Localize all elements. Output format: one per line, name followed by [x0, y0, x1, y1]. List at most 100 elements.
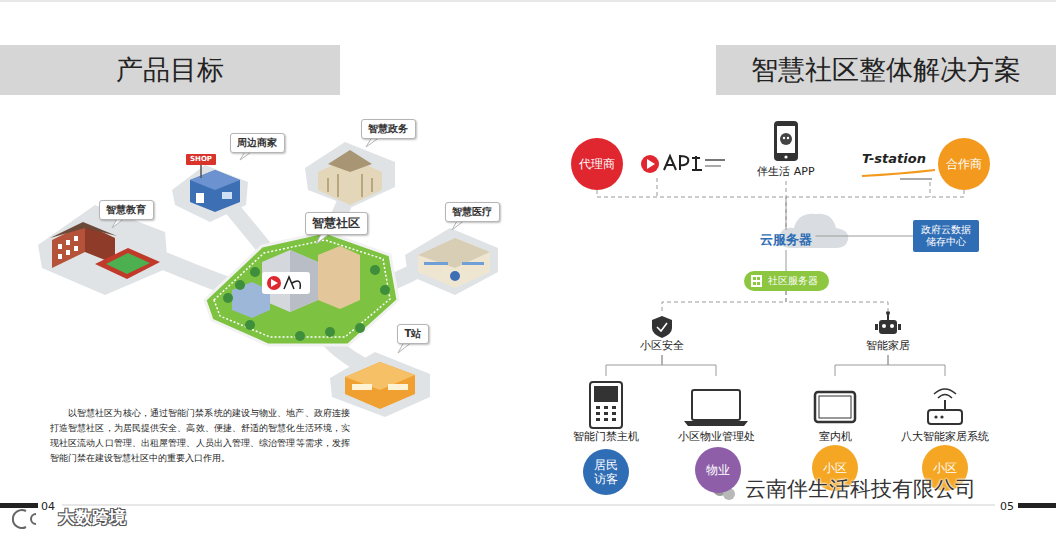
phone-icon	[774, 121, 798, 161]
hospital-building	[418, 238, 490, 288]
node-text: 智慧医疗	[452, 206, 492, 218]
title-band: 产品目标	[0, 45, 340, 95]
node-text: 云服务器	[760, 232, 812, 248]
node-text: 居民 访客	[592, 458, 620, 487]
door-access-icon	[604, 412, 608, 415]
page-border	[0, 1, 1056, 2]
t-station-building	[388, 384, 408, 390]
node-text: 周边商家	[237, 137, 277, 149]
connector	[786, 250, 787, 271]
island	[38, 142, 498, 417]
t-station-building	[345, 362, 415, 409]
device-node: 智能门禁主机	[570, 376, 643, 446]
robot-icon	[898, 324, 901, 330]
t-station-building	[352, 384, 372, 390]
school-building	[74, 236, 78, 241]
router-icon	[940, 415, 943, 418]
node-text: 智慧社区整体解决方案	[751, 54, 1021, 86]
node-text: 代理商	[579, 157, 615, 171]
shield-icon	[652, 316, 672, 338]
school-building	[66, 240, 70, 245]
callout-bubble: 周边商家	[230, 133, 285, 153]
brand-logo	[641, 155, 659, 173]
callout-bubble: 智慧政务	[361, 119, 416, 139]
tree	[223, 265, 390, 341]
community-island	[214, 240, 390, 337]
page-rule	[1018, 503, 1056, 508]
node-text: 政府云数据 储存中心	[920, 224, 973, 248]
page-number: 05	[1000, 500, 1014, 513]
role-circle: 代理商	[571, 138, 623, 190]
community-building	[232, 246, 360, 318]
connector	[662, 291, 786, 313]
t-station-building	[345, 362, 415, 409]
shop-building	[186, 154, 216, 165]
t-station-building	[345, 362, 415, 390]
brand-logo	[262, 272, 310, 294]
device-node: 小区物业管理处	[674, 376, 758, 446]
body-paragraph: 以智慧社区为核心，通过智能门禁系统的建设与物业、地产、政府连接打造智慧社区，为居…	[50, 406, 350, 466]
category-node: 智能家居	[863, 313, 914, 355]
node-text: 智能家居	[866, 339, 910, 352]
brand-logo	[664, 156, 676, 170]
shop-sign: SHOP	[186, 154, 216, 165]
sports-field	[106, 253, 150, 274]
shop-building	[222, 192, 232, 199]
community-island	[205, 232, 398, 345]
device-node: 室内机	[815, 376, 855, 446]
door-access-icon	[612, 406, 616, 409]
role-circle: 合作商	[938, 138, 990, 190]
node-text: 智能门禁主机	[573, 430, 639, 443]
shop-building	[200, 165, 202, 178]
watermark: 大数跨境	[58, 507, 126, 527]
app-node: 伴生活 APP	[754, 117, 819, 181]
node-text: 物业	[706, 463, 730, 477]
connector	[606, 355, 662, 376]
connector	[888, 355, 945, 376]
dashed-stub	[657, 178, 930, 197]
door-access-icon	[590, 382, 622, 428]
hospital-building	[424, 262, 448, 265]
laptop-icon	[692, 390, 740, 420]
tree	[245, 320, 255, 330]
node-text: 小区安全	[640, 339, 684, 352]
tablet-icon	[815, 392, 855, 422]
category-node: 小区安全	[637, 313, 688, 355]
router-icon	[928, 410, 962, 424]
router-icon	[934, 415, 937, 418]
community-building	[318, 246, 360, 309]
government-building	[328, 150, 372, 172]
brand-logo	[641, 155, 725, 173]
tree	[223, 293, 233, 303]
connector	[662, 355, 716, 376]
phone-icon	[777, 126, 795, 153]
router-icon	[934, 389, 956, 394]
page-rule	[0, 503, 1056, 508]
node-text: 社区服务器	[768, 275, 818, 287]
door-access-icon	[590, 382, 622, 428]
connector	[835, 355, 888, 376]
brand-logo	[680, 156, 688, 170]
tree	[370, 265, 380, 275]
island	[305, 142, 395, 207]
tree	[295, 331, 305, 341]
door-access-icon	[596, 418, 600, 421]
partner-logo	[862, 170, 935, 180]
community-building	[262, 250, 318, 312]
connector	[786, 291, 888, 313]
callout-bubble: 智慧医疗	[445, 202, 500, 222]
door-access-icon	[594, 386, 618, 402]
node-text: 小区	[823, 461, 847, 475]
callout-bubble: 智慧社区	[305, 212, 368, 235]
brand-logo	[647, 159, 655, 169]
device-node: 八大智能家居系统	[898, 376, 993, 446]
tree	[325, 327, 335, 337]
watermark-logo	[13, 510, 36, 528]
page-rule	[62, 505, 995, 506]
door-access-icon	[596, 406, 600, 409]
school-building	[50, 222, 117, 238]
page-number: 04	[41, 500, 55, 513]
brand-logo	[284, 277, 300, 289]
phone-icon	[774, 121, 798, 161]
connector	[816, 236, 914, 237]
